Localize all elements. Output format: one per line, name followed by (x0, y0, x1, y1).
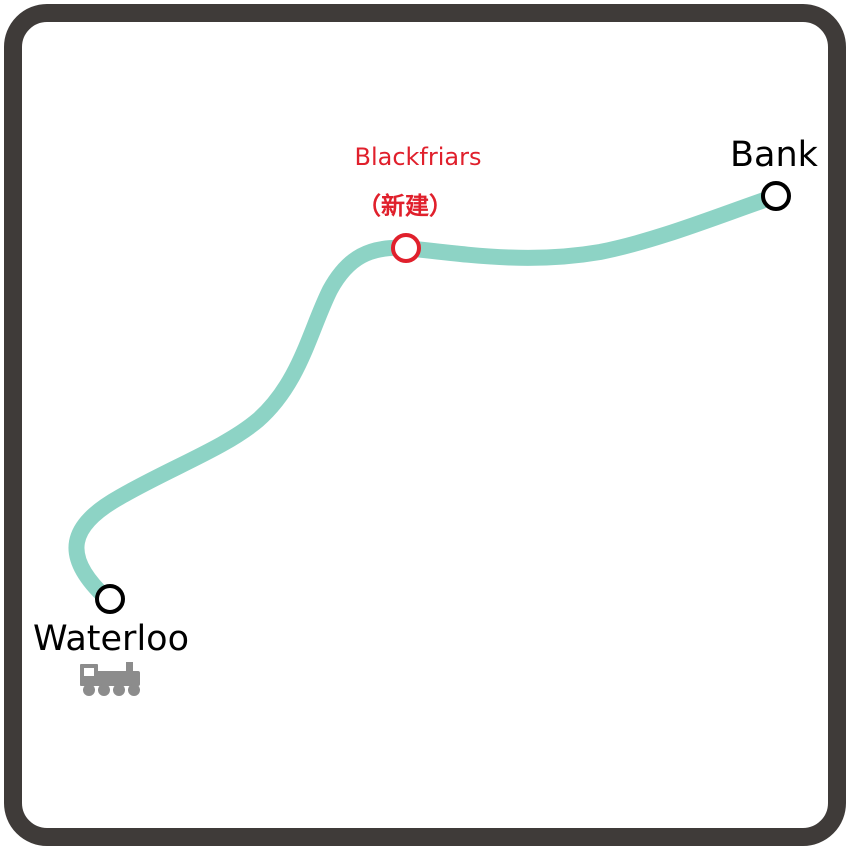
steam-locomotive-icon (80, 662, 140, 696)
station-blackfriars-note: （新建） (357, 192, 453, 220)
station-waterloo-marker[interactable] (95, 584, 125, 614)
map-frame (4, 4, 846, 846)
route-line (68, 188, 784, 606)
station-blackfriars-marker[interactable] (391, 233, 421, 263)
station-waterloo-label: Waterloo (33, 619, 189, 659)
station-bank-label: Bank (730, 135, 819, 175)
station-blackfriars-label: Blackfriars (355, 143, 482, 171)
station-bank-marker[interactable] (761, 181, 791, 211)
